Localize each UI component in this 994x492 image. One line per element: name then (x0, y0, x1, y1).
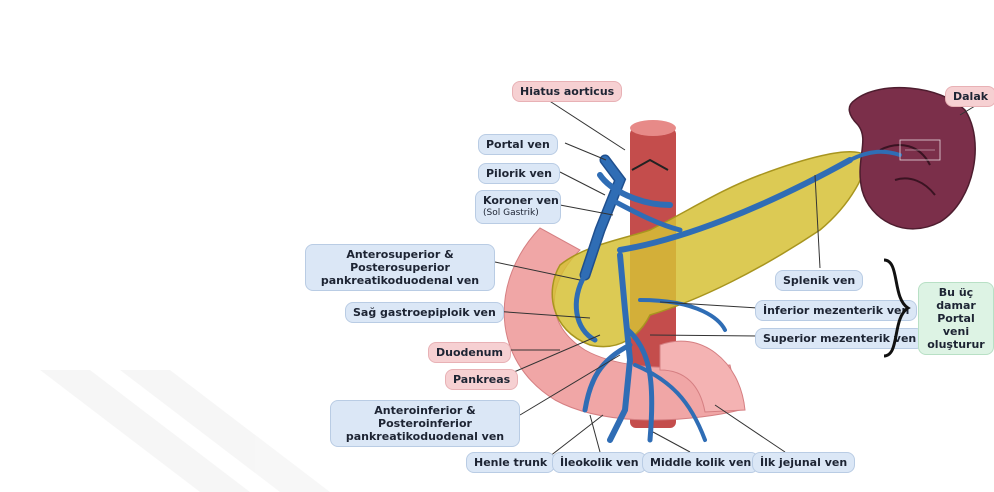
label-ilk-jejunal-ven: İlk jejunal ven (752, 452, 855, 473)
spleen (849, 88, 975, 229)
label-pankreas: Pankreas (445, 369, 518, 390)
label-anteroinferior: Anteroinferior & Posteroinferior pankrea… (330, 400, 520, 447)
label-splenik-ven: Splenik ven (775, 270, 863, 291)
label-henle-trunk: Henle trunk (466, 452, 555, 473)
label-koroner-ven-text: Koroner ven (483, 194, 559, 207)
label-dalak: Dalak (945, 86, 994, 107)
label-ileokolik-ven: İleokolik ven (552, 452, 647, 473)
watermark (40, 370, 330, 492)
label-middle-kolik-ven: Middle kolik ven (642, 452, 759, 473)
label-koroner-ven: Koroner ven (Sol Gastrik) (475, 190, 561, 224)
label-portal-ven: Portal ven (478, 134, 558, 155)
curly-brace (878, 258, 918, 358)
label-anterosuperior: Anterosuperior & Posterosuperior pankrea… (305, 244, 495, 291)
label-hiatus-aorticus: Hiatus aorticus (512, 81, 622, 102)
label-duodenum: Duodenum (428, 342, 511, 363)
label-koroner-ven-sub: (Sol Gastrik) (483, 207, 553, 220)
label-portal-note: Bu üç damar Portal veni oluşturur (918, 282, 994, 355)
label-sag-gastroepiploik: Sağ gastroepiploik ven (345, 302, 504, 323)
label-pilorik-ven: Pilorik ven (478, 163, 560, 184)
